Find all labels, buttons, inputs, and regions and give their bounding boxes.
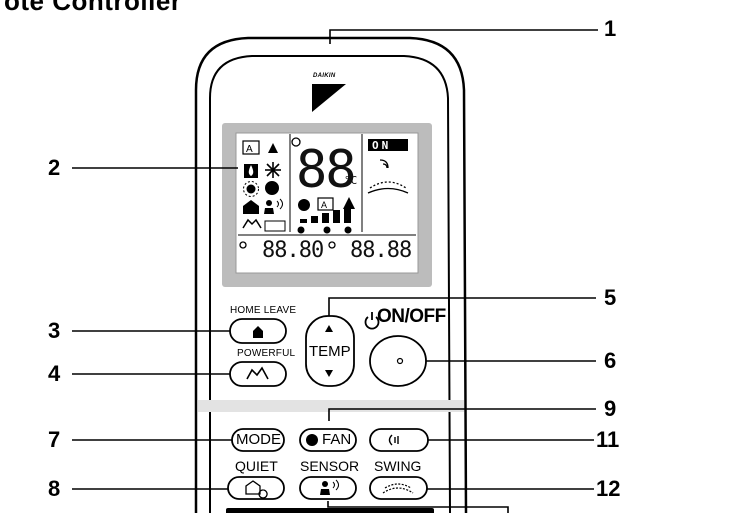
powerful-icon: [246, 366, 269, 380]
swing-indicator-icons: [239, 137, 409, 249]
divider-band: [198, 400, 464, 412]
sensor-label: SENSOR: [300, 458, 360, 474]
callout-4: 4: [48, 361, 61, 386]
callout-leader-lines: [72, 29, 598, 513]
svg-text:A: A: [321, 200, 327, 210]
home-leave-icon: [253, 326, 263, 338]
quiet-button[interactable]: [227, 476, 285, 500]
comfort-airflow-button[interactable]: [369, 428, 429, 452]
lcd-unit: °C: [344, 174, 358, 187]
callout-8: 8: [48, 476, 61, 501]
mode-icons: A: [242, 140, 286, 232]
onoff-button[interactable]: [369, 335, 427, 387]
callout-3: 3: [48, 318, 61, 343]
fan-button[interactable]: [299, 428, 357, 452]
power-symbol-icon: [364, 312, 380, 330]
mode-label: MODE: [236, 431, 281, 448]
brand-logo-text: DAIKIN: [313, 73, 336, 79]
page-heading: ote Controller: [4, 0, 182, 16]
callout-6: 6: [604, 348, 617, 373]
callout-1: 1: [604, 16, 617, 41]
temp-label: TEMP: [309, 343, 351, 360]
sensor-icon: [320, 479, 339, 495]
temp-up-arrow-icon[interactable]: [325, 325, 333, 332]
quiet-icon: [245, 480, 268, 499]
remote-body: [194, 36, 468, 513]
comfort-airflow-icon: [388, 434, 399, 446]
swing-label: SWING: [374, 458, 422, 474]
powerful-button[interactable]: [229, 361, 287, 387]
swing-icon: [382, 483, 414, 494]
quiet-label: QUIET: [235, 458, 278, 474]
lcd-on-label: ON: [372, 139, 392, 152]
home-leave-button[interactable]: [229, 318, 287, 344]
fan-icon: [306, 434, 318, 446]
daikin-logo-icon: [312, 84, 346, 112]
callout-7: 7: [48, 427, 61, 452]
callout-12: 12: [596, 476, 621, 501]
callout-11: 11: [596, 427, 620, 452]
sensor-button[interactable]: [299, 476, 357, 500]
swing-button[interactable]: [369, 476, 428, 500]
mode-button[interactable]: [231, 428, 285, 452]
onoff-label: ON/OFF: [377, 306, 446, 327]
lcd-timer-left: 88.80: [262, 238, 324, 263]
callout-5: 5: [604, 285, 617, 310]
temp-button[interactable]: [305, 315, 355, 387]
home-leave-label: HOME LEAVE: [230, 305, 297, 316]
callout-2: 2: [48, 155, 61, 180]
temp-down-arrow-icon[interactable]: [325, 370, 333, 377]
callout-9: 9: [604, 396, 617, 421]
lower-panel-edge: [226, 508, 434, 513]
fan-label: FAN: [322, 431, 352, 448]
lcd-timer-right: 88.88: [350, 238, 412, 263]
svg-text:A: A: [246, 144, 253, 155]
onoff-lamp-icon: [396, 357, 404, 365]
on-indicator: [368, 139, 408, 151]
powerful-label: POWERFUL: [237, 348, 296, 359]
lcd-temperature-digits: 88: [296, 140, 357, 200]
fan-speed-icons: A: [297, 197, 355, 234]
